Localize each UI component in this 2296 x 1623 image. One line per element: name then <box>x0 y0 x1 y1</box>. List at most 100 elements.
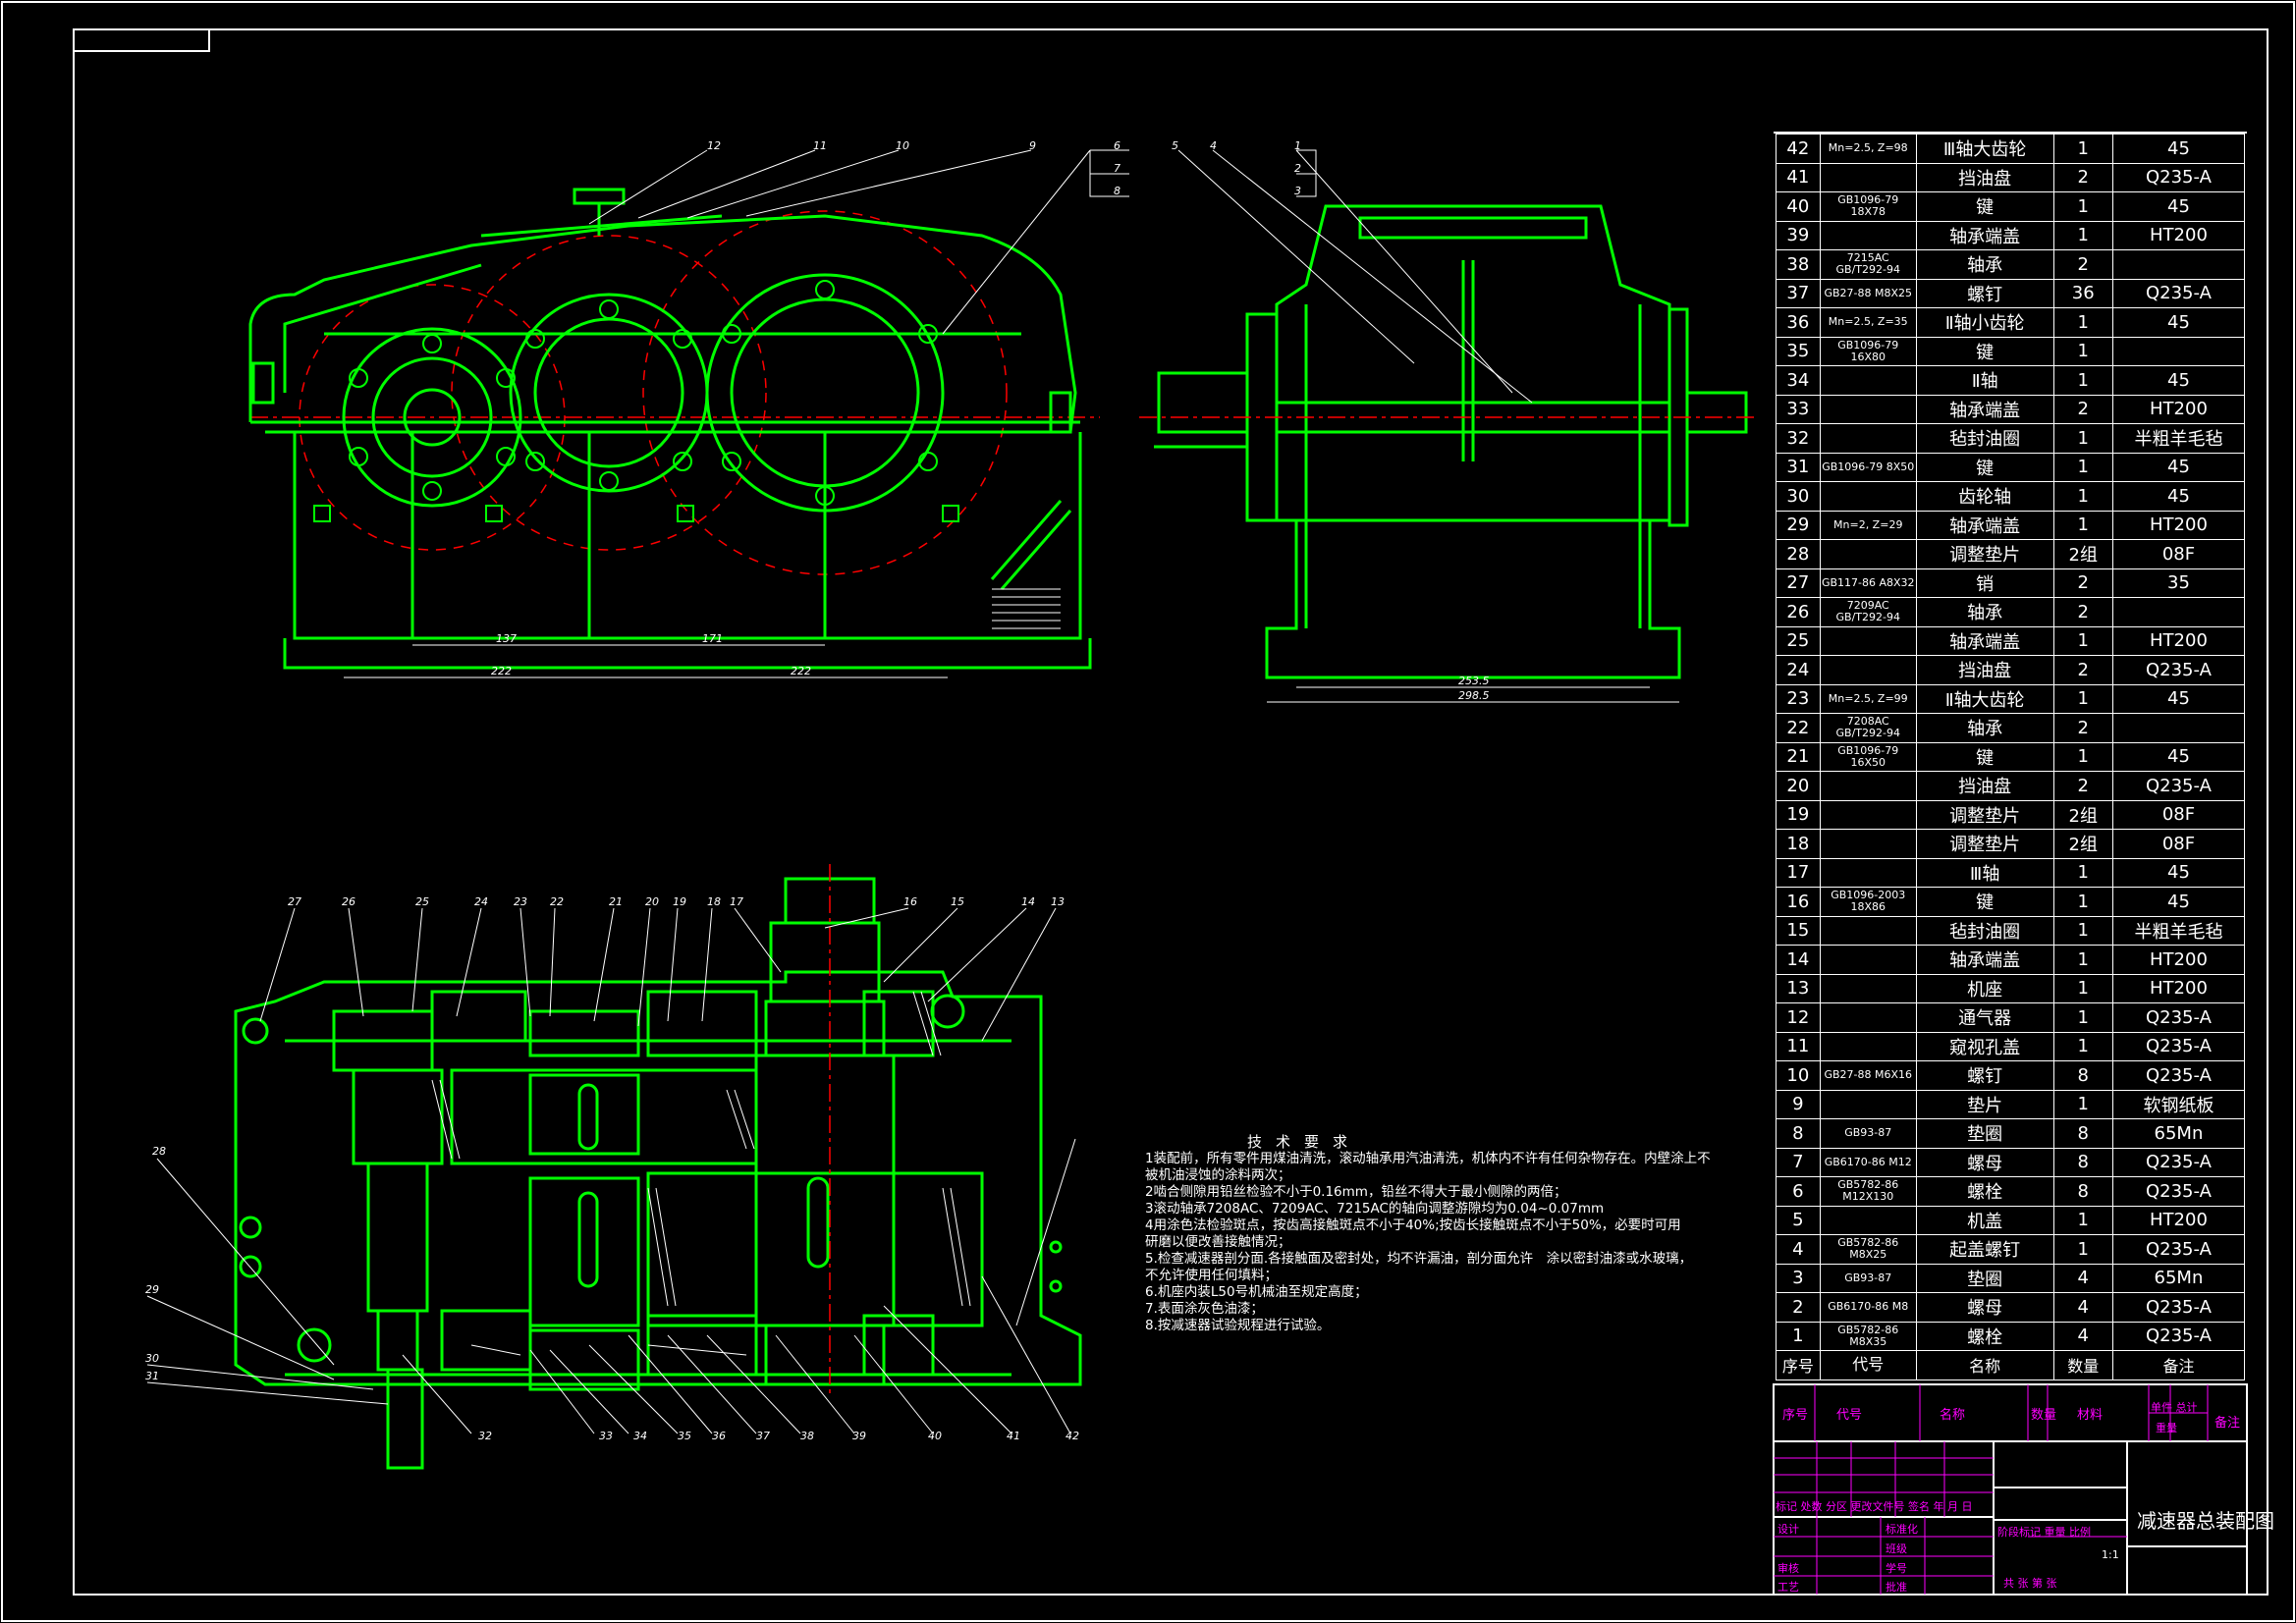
bom-cell-name: 键 <box>1915 191 2054 222</box>
bom-cell-name: 键 <box>1915 741 2054 772</box>
drawing-title: 减速器总装配图 <box>2137 1509 2274 1533</box>
bom-cell-mat: 65Mn <box>2111 1118 2246 1149</box>
leader-label: 7 <box>1114 162 1121 175</box>
bom-cell-qty: 4 <box>2052 1263 2113 1293</box>
tb-seq: 序号 <box>1782 1408 1809 1423</box>
requirement-line: 7.表面涂灰色油漆； <box>1145 1301 1264 1317</box>
leader-label: 12 <box>707 139 721 152</box>
bom-cell-name: 螺母 <box>1915 1147 2054 1177</box>
bom-cell-code <box>1819 423 1917 454</box>
bom-cell-code: Mn=2.5, Z=98 <box>1819 134 1917 164</box>
bom-cell-no: 6 <box>1776 1176 1821 1207</box>
bom-cell-name: 轴承 <box>1915 597 2054 627</box>
bom-cell-no: 30 <box>1776 481 1821 512</box>
leader-label: 16 <box>903 895 917 908</box>
bom-cell-no: 31 <box>1776 452 1821 482</box>
bom-cell-code: GB27-88 M8X25 <box>1819 278 1917 308</box>
leader-label: 36 <box>712 1430 726 1442</box>
top-view-hatch <box>431 991 971 1356</box>
leader-label: 10 <box>896 139 909 152</box>
bom-cell-qty: 2组 <box>2052 539 2113 569</box>
bom-cell-code <box>1819 915 1917 946</box>
bom-cell-name: 挡油盘 <box>1915 162 2054 192</box>
bom-cell-no: 33 <box>1776 394 1821 424</box>
bom-cell-code: GB1096-79 18X78 <box>1819 191 1917 222</box>
bom-cell-name: 通气器 <box>1915 1002 2054 1033</box>
bom-cell-code <box>1819 162 1917 192</box>
bom-cell-qty: 1 <box>2052 365 2113 396</box>
bom-cell-name: 窥视孔盖 <box>1915 1031 2054 1061</box>
bom-cell-mat: 45 <box>2111 683 2246 714</box>
bom-cell-mat: Q235-A <box>2111 771 2246 801</box>
bom-cell-mat: Q235-A <box>2111 1321 2246 1351</box>
bom-cell-qty: 1 <box>2052 887 2113 917</box>
bom-cell-qty: 8 <box>2052 1118 2113 1149</box>
bom-cell-name: 调整垫片 <box>1915 799 2054 830</box>
bom-cell-code <box>1819 799 1917 830</box>
bom-cell-name: Ⅲ轴大齿轮 <box>1915 134 2054 164</box>
dim-label: 253.5 <box>1458 675 1490 687</box>
bom-cell-mat: 45 <box>2111 481 2246 512</box>
tb-role-review: 审核 <box>1777 1562 1799 1575</box>
leader-label: 8 <box>1114 185 1121 197</box>
leader-label: 22 <box>550 895 564 908</box>
bom-cell-no: 8 <box>1776 1118 1821 1149</box>
tb-remark: 备注 <box>2214 1416 2241 1431</box>
bom-cell-mat: 45 <box>2111 365 2246 396</box>
bom-cell-code <box>1819 973 1917 1003</box>
bom-cell-qty: 数量 <box>2052 1350 2113 1380</box>
bom-cell-no: 41 <box>1776 162 1821 192</box>
bom-cell-mat: 45 <box>2111 134 2246 164</box>
bom-cell-name: 键 <box>1915 452 2054 482</box>
bom-cell-no: 1 <box>1776 1321 1821 1351</box>
bom-cell-name: 垫圈 <box>1915 1118 2054 1149</box>
bom-cell-mat: Q235-A <box>2111 1292 2246 1323</box>
bom-cell-qty: 1 <box>2052 915 2113 946</box>
bom-cell-no: 25 <box>1776 625 1821 656</box>
bom-cell-qty: 2 <box>2052 249 2113 280</box>
bom-cell-code <box>1819 394 1917 424</box>
bom-cell-mat: Q235-A <box>2111 278 2246 308</box>
tb-sheet: 共 张 第 张 <box>2003 1577 2057 1590</box>
bom-cell-name: 挡油盘 <box>1915 771 2054 801</box>
bom-cell-mat: Q235-A <box>2111 1234 2246 1265</box>
tb-material: 材料 <box>2077 1408 2104 1423</box>
bom-cell-code: GB6170-86 M8 <box>1819 1292 1917 1323</box>
bom-header-row: 序号代号名称数量备注 <box>1776 1350 2246 1380</box>
bom-cell-mat: 08F <box>2111 829 2246 859</box>
leader-label: 24 <box>474 895 488 908</box>
bom-cell-qty: 1 <box>2052 1234 2113 1265</box>
tb-qty: 数量 <box>2031 1408 2057 1423</box>
bom-cell-qty: 2 <box>2052 568 2113 598</box>
bom-cell-qty: 1 <box>2052 336 2113 366</box>
bom-cell-code <box>1819 220 1917 250</box>
bom-cell-no: 42 <box>1776 134 1821 164</box>
front-dimensions <box>344 644 948 678</box>
bom-cell-qty: 1 <box>2052 1031 2113 1061</box>
bom-cell-name: 机盖 <box>1915 1205 2054 1235</box>
bom-cell-no: 27 <box>1776 568 1821 598</box>
bom-cell-no: 22 <box>1776 713 1821 743</box>
bom-cell-code: GB1096-79 16X50 <box>1819 741 1917 772</box>
bom-cell-code <box>1819 771 1917 801</box>
bom-cell-mat <box>2111 597 2246 627</box>
bom-cell-code: GB27-88 M6X16 <box>1819 1060 1917 1091</box>
bom-cell-qty: 2 <box>2052 655 2113 685</box>
leader-label: 5 <box>1172 139 1178 152</box>
bom-cell-code <box>1819 539 1917 569</box>
bom-cell-qty: 1 <box>2052 857 2113 888</box>
tb-revision-row: 标记 处数 分区 更改文件号 签名 年 月 日 <box>1776 1500 1973 1513</box>
